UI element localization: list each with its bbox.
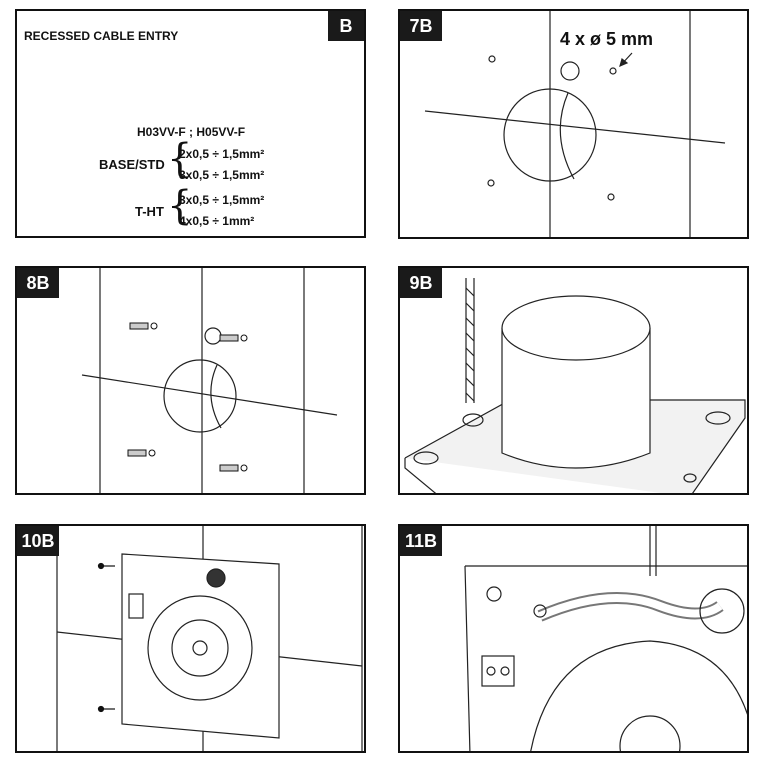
panel-9b: 9B bbox=[398, 266, 749, 495]
panel-10b: 10B bbox=[15, 524, 366, 753]
drill-bit-spiral bbox=[465, 287, 475, 402]
terminal-block bbox=[481, 655, 515, 687]
fan-hub bbox=[619, 715, 681, 751]
fan-back-plate bbox=[121, 553, 280, 739]
spec-base-std-1: 2x0,5 ÷ 1,5mm² bbox=[179, 147, 265, 161]
mount-slot-1 bbox=[413, 451, 439, 465]
hole-size-label: 4 x ø 5 mm bbox=[560, 29, 654, 49]
wall-plug-3 bbox=[127, 449, 156, 457]
mount-slot-2 bbox=[705, 411, 731, 425]
fan-impeller-ring bbox=[147, 595, 253, 701]
panel-8b: 8B bbox=[15, 266, 366, 495]
wiring-drawing bbox=[464, 526, 747, 751]
panel-11b: 11B bbox=[398, 524, 749, 753]
mount-screw-top bbox=[97, 562, 115, 570]
wall-plug-2 bbox=[219, 334, 248, 342]
mount-screw bbox=[486, 586, 502, 602]
tile-joint-h bbox=[424, 110, 726, 144]
fan-mounting-drawing bbox=[56, 526, 363, 751]
fan-hub bbox=[171, 619, 229, 677]
panel-tag-8b: 8B bbox=[17, 268, 59, 298]
fan-center bbox=[192, 640, 208, 656]
drilling-drawing bbox=[404, 278, 746, 493]
panel-tag-11b: 11B bbox=[400, 526, 442, 556]
drill-hole-mark bbox=[462, 413, 484, 427]
cable-grommet bbox=[699, 588, 745, 634]
brace-base-std: { bbox=[167, 136, 193, 182]
screw-hole-1 bbox=[488, 55, 496, 63]
cable-grommet bbox=[206, 568, 226, 588]
panel-b-title: RECESSED CABLE ENTRY bbox=[24, 29, 179, 43]
fan-cylinder-body bbox=[501, 328, 651, 469]
fan-housing-frame bbox=[464, 565, 747, 751]
fan-impeller-arc bbox=[530, 640, 747, 751]
cable-routing-inner bbox=[538, 594, 723, 620]
mount-screw-bottom bbox=[97, 705, 115, 713]
wall-plugs-drawing bbox=[81, 268, 338, 493]
brace-t-ht: { bbox=[167, 183, 193, 229]
wall-plug-4 bbox=[219, 464, 248, 472]
spec-t-ht-1: 3x0,5 ÷ 1,5mm² bbox=[179, 193, 265, 207]
screw-terminal-2 bbox=[500, 666, 510, 676]
panel-b: B RECESSED CABLE ENTRY H03VV-F ; H05VV-F… bbox=[15, 9, 366, 238]
leader-arrow-head bbox=[619, 57, 629, 68]
group-label-t-ht: T-HT bbox=[135, 204, 164, 219]
panel-7b: 7B 4 x ø 5 mm bbox=[398, 9, 749, 239]
cable-hole bbox=[503, 88, 597, 182]
hole-inner-shadow bbox=[210, 364, 222, 429]
screw-hole-2 bbox=[609, 67, 617, 75]
terminal-block bbox=[128, 593, 144, 619]
screw-terminal-1 bbox=[486, 666, 496, 676]
hole-inner-shadow bbox=[559, 92, 575, 180]
spec-base-std-2: 3x0,5 ÷ 1,5mm² bbox=[179, 168, 265, 182]
cable-entry-hole bbox=[560, 61, 580, 81]
wall-hole-drawing bbox=[424, 11, 726, 237]
panel-tag-10b: 10B bbox=[17, 526, 59, 556]
screw-hole-4 bbox=[607, 193, 615, 201]
cable-types-label: H03VV-F ; H05VV-F bbox=[137, 125, 246, 139]
mount-slot-3 bbox=[683, 473, 697, 483]
cable-entry-hole bbox=[204, 327, 222, 345]
panel-tag-7b: 7B bbox=[400, 11, 442, 41]
panel-tag-b: B bbox=[328, 11, 364, 41]
group-label-base-std: BASE/STD bbox=[99, 157, 165, 172]
cable-clamp bbox=[533, 604, 547, 618]
cable-hole bbox=[163, 359, 237, 433]
fan-cylinder-top bbox=[501, 295, 651, 361]
tile-joint-h bbox=[81, 374, 338, 416]
panel-tag-9b: 9B bbox=[400, 268, 442, 298]
screw-hole-3 bbox=[487, 179, 495, 187]
fan-base-plate-edge bbox=[404, 458, 437, 493]
wall-plug-1 bbox=[129, 322, 158, 330]
spec-t-ht-2: 4x0,5 ÷ 1mm² bbox=[179, 214, 255, 228]
